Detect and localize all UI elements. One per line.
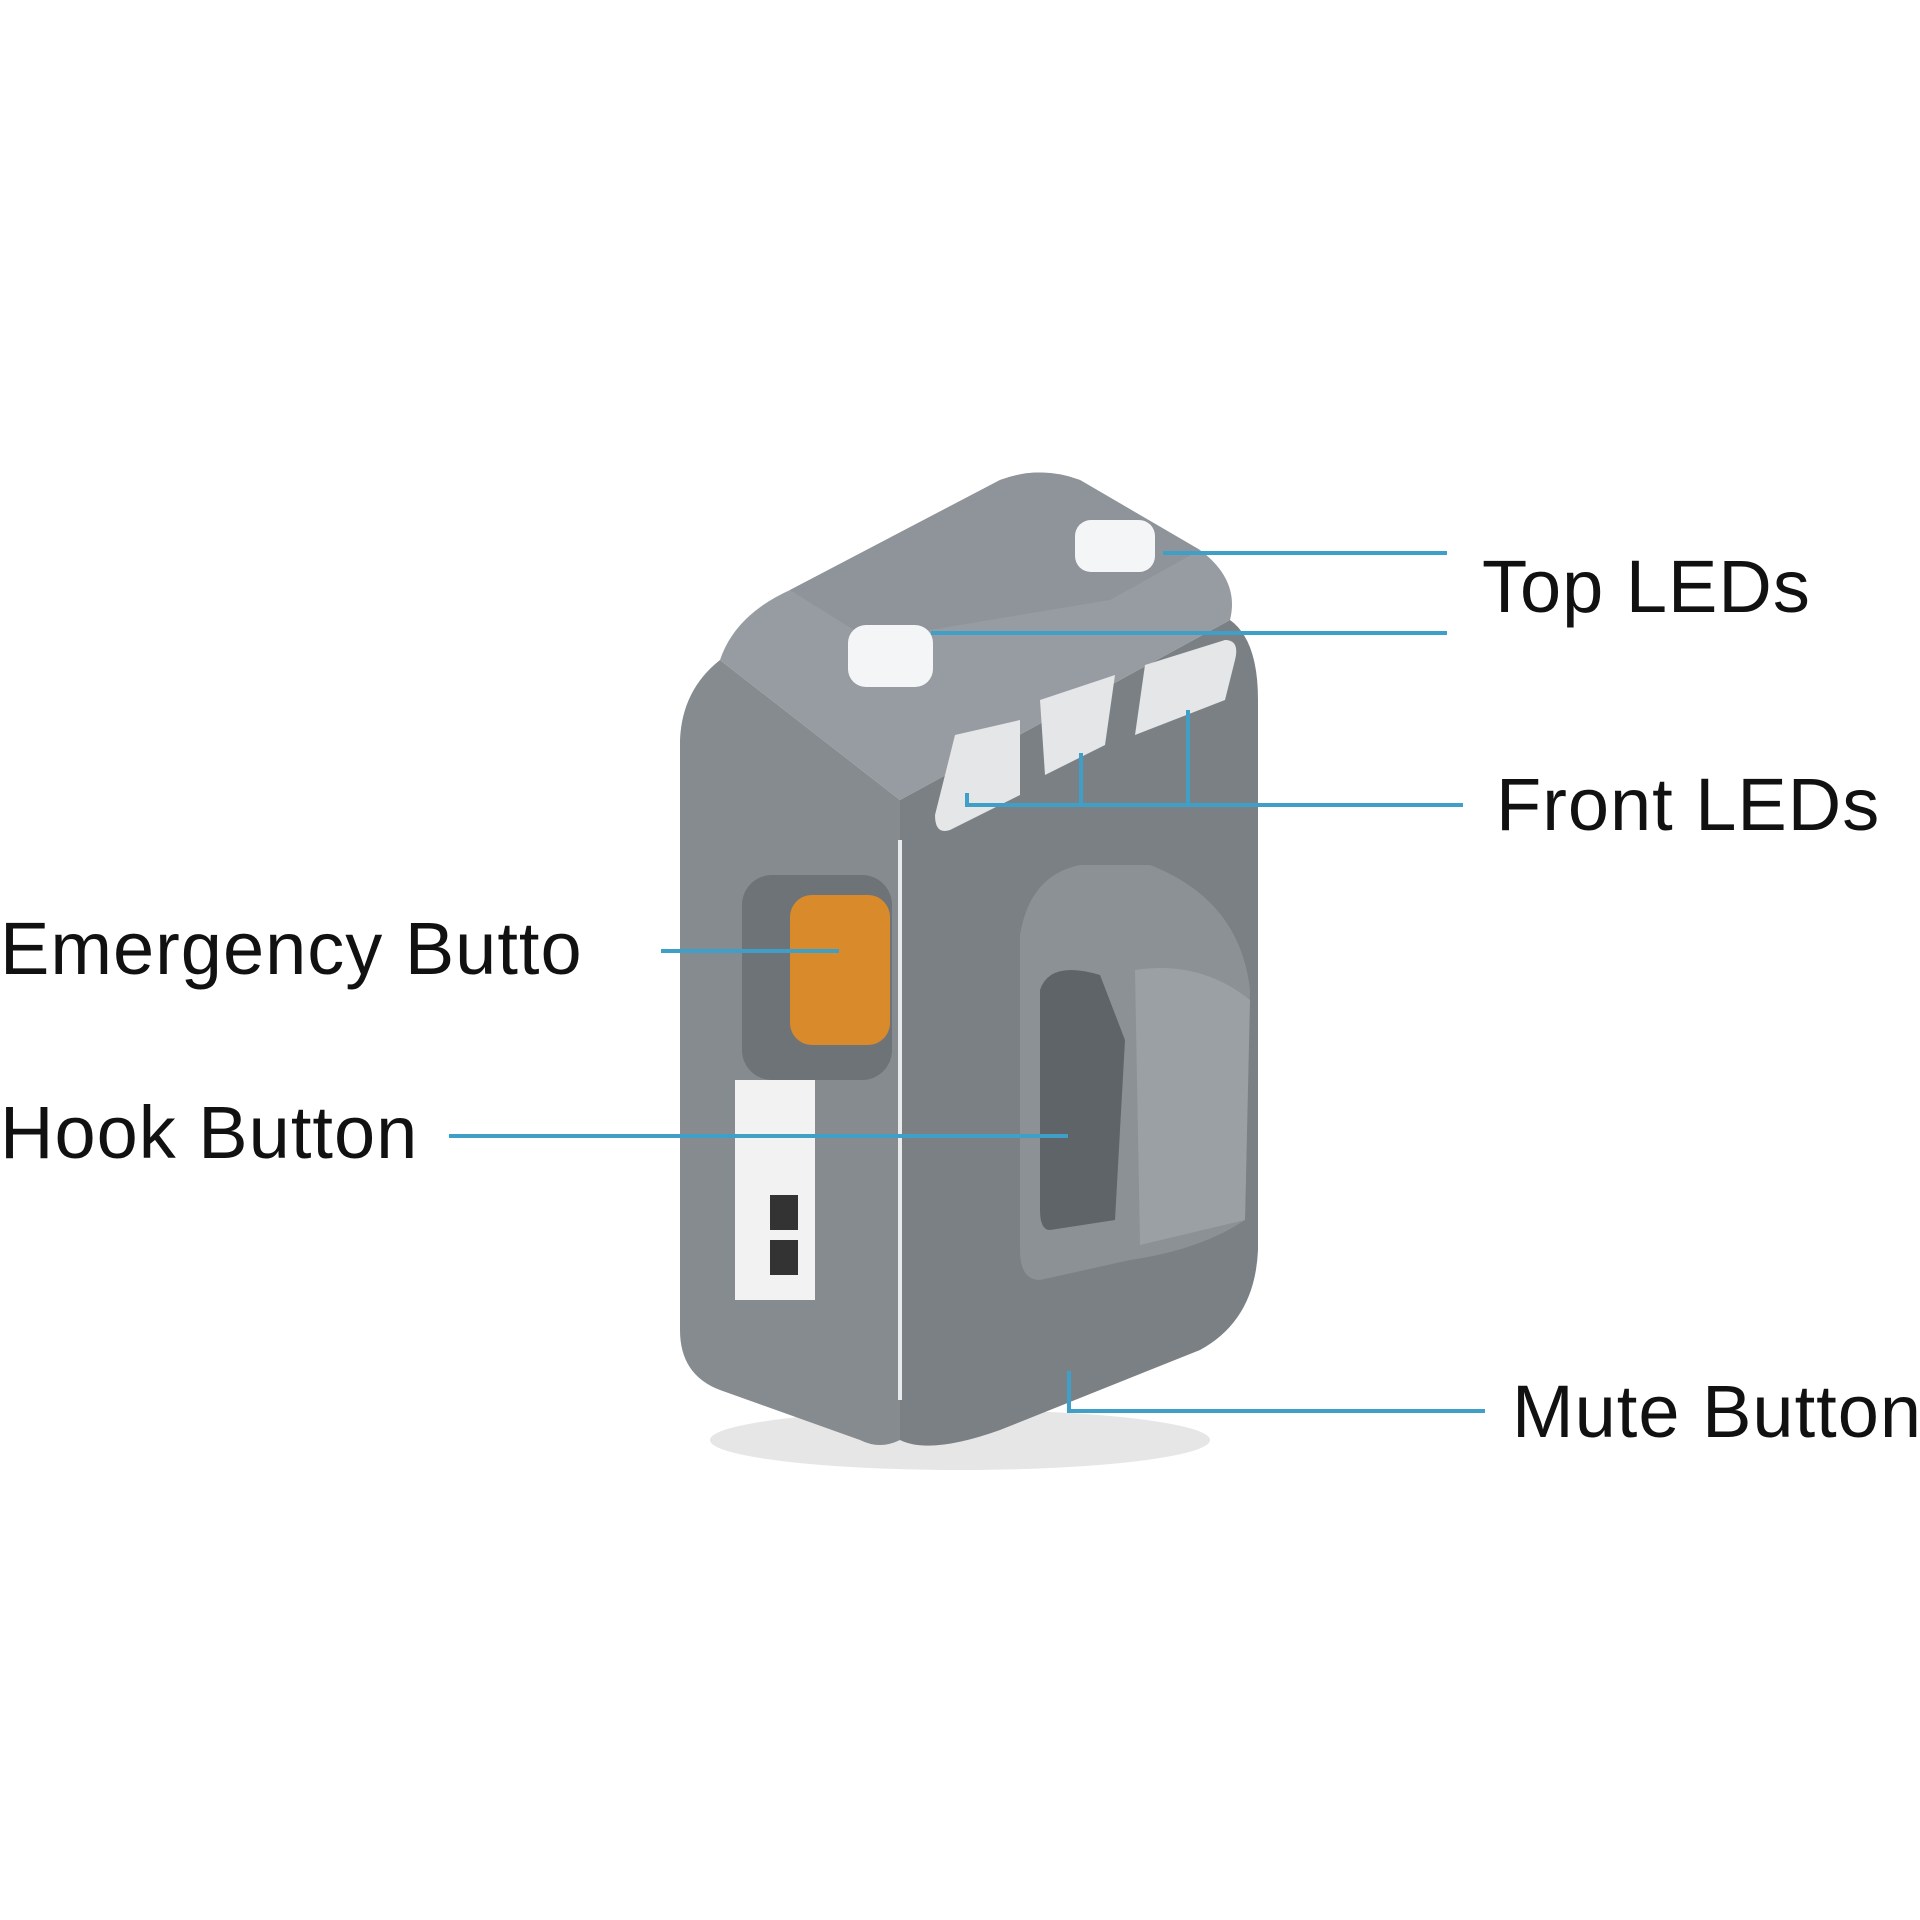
mute-button-label: Mute Button: [1512, 1370, 1920, 1453]
front-led: [1135, 640, 1237, 735]
emergency-button-label: Emergency Butto: [0, 907, 583, 990]
front-leds-leader: [965, 793, 1463, 807]
device-top-recess: [790, 472, 1200, 640]
top-leds-label: Top LEDs: [1482, 545, 1811, 628]
mute-button-leader: [1067, 1371, 1485, 1413]
qr-code: [770, 1195, 798, 1230]
qr-code: [770, 1240, 798, 1275]
emergency-button[interactable]: [790, 895, 890, 1045]
hook-button[interactable]: [1040, 970, 1125, 1230]
hook-button-label: Hook Button: [0, 1091, 419, 1174]
front-led: [1040, 675, 1115, 775]
leader-lines: [449, 551, 1485, 1413]
top-led: [848, 625, 933, 687]
top-led: [1075, 520, 1155, 572]
front-leds-label: Front LEDs: [1496, 763, 1881, 846]
hook-cover: [1135, 968, 1250, 1245]
